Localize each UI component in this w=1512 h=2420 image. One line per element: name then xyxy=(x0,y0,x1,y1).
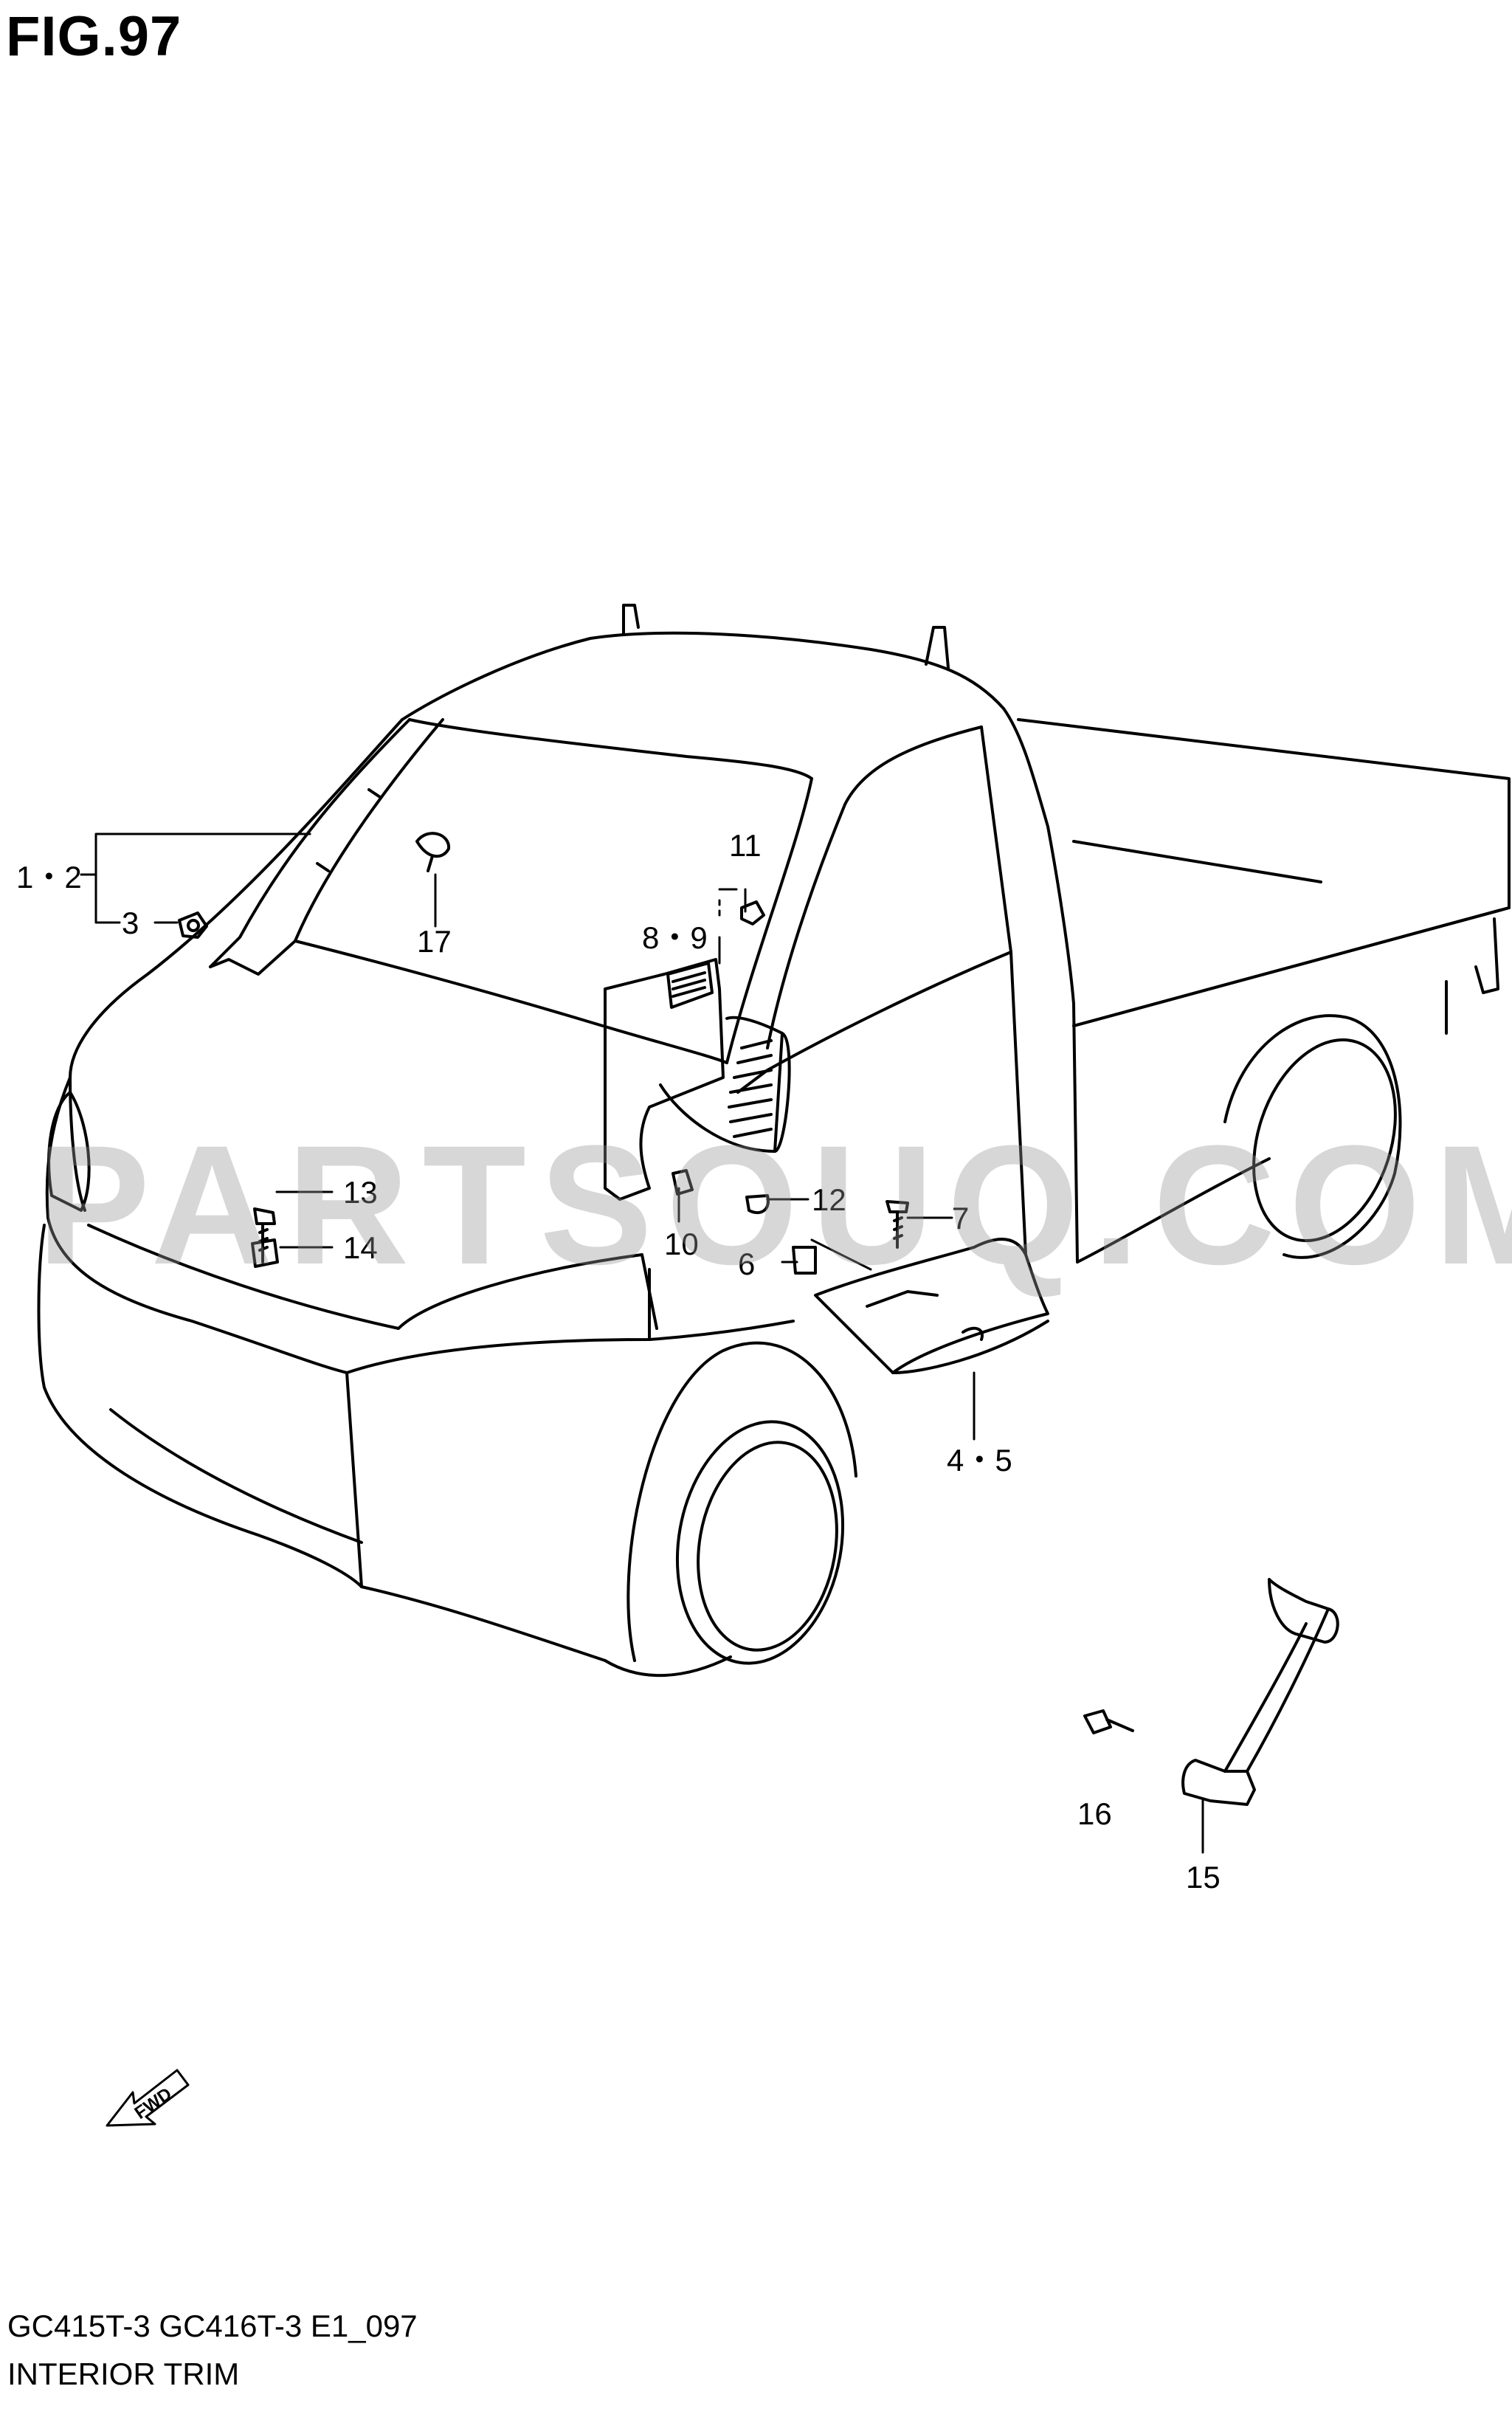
truck-bed-outline xyxy=(1017,718,1511,1264)
step-panel-part xyxy=(814,1238,1049,1374)
callout-11: 11 xyxy=(729,828,762,863)
leader-lines xyxy=(80,832,1204,1854)
callout-4-5: 4・5 xyxy=(947,1443,1012,1478)
clip-icon xyxy=(178,911,208,939)
clip-icon-11 xyxy=(740,900,765,925)
section-title: INTERIOR TRIM xyxy=(7,2357,240,2391)
door-outline xyxy=(736,725,1027,1256)
screw-icon xyxy=(253,1207,276,1264)
callout-14: 14 xyxy=(343,1230,378,1265)
pin-icon xyxy=(415,832,451,872)
callout-12: 12 xyxy=(812,1182,846,1217)
windshield-outline xyxy=(209,718,813,1064)
model-code: GC415T-3 GC416T-3 E1_097 xyxy=(7,2309,418,2343)
fwd-arrow-icon xyxy=(106,2069,190,2127)
rear-wheel xyxy=(1223,1014,1402,1259)
headlight xyxy=(47,1091,91,1212)
grille xyxy=(87,1224,658,1330)
nut-clip-icon-6 xyxy=(792,1246,817,1275)
clip-icon-10 xyxy=(672,1169,694,1196)
quarter-trim-part xyxy=(604,958,791,1201)
callout-3: 3 xyxy=(122,906,139,940)
clip-icon-12 xyxy=(745,1194,770,1215)
callout-17: 17 xyxy=(417,924,452,959)
nut-clip-icon xyxy=(251,1238,279,1268)
figure-title: FIG.97 xyxy=(6,5,182,68)
truck-cab-outline xyxy=(37,604,1079,1662)
bolt-icon xyxy=(1083,1709,1134,1734)
callout-6: 6 xyxy=(738,1247,755,1281)
front-wheel xyxy=(604,1341,857,1678)
callout-7: 7 xyxy=(952,1201,969,1235)
screw-icon-7 xyxy=(886,1200,909,1249)
callout-15: 15 xyxy=(1186,1860,1221,1895)
callout-8-9: 8・9 xyxy=(642,920,708,955)
callout-16: 16 xyxy=(1077,1796,1112,1831)
callout-10: 10 xyxy=(664,1227,699,1261)
assist-grip-part xyxy=(1181,1578,1339,1806)
callout-1-2: 1・2 xyxy=(16,860,82,894)
callout-13: 13 xyxy=(343,1175,378,1210)
